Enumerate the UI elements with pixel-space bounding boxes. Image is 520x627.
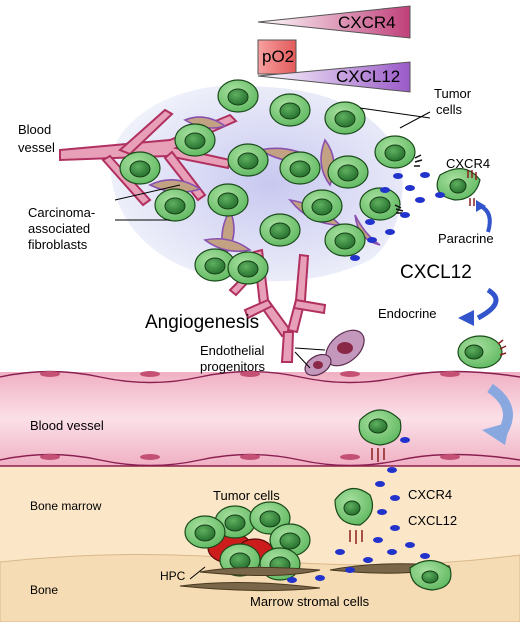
po2-gradient-label: pO2 xyxy=(262,47,294,66)
blood-vessel-band-label: Blood vessel xyxy=(30,418,104,433)
blood-vessel-label-top-1: Blood xyxy=(18,122,51,137)
cxcl12-gradient-label: CXCL12 xyxy=(336,67,400,86)
endothelial-progenitor-cells xyxy=(304,329,365,377)
cxcr4-receptors-mass xyxy=(394,154,423,214)
carcinoma-label-2: associated xyxy=(28,221,90,236)
cxcl12-label-bottom: CXCL12 xyxy=(408,513,457,528)
paracrine-label: Paracrine xyxy=(438,231,494,246)
homing-tumor-cell xyxy=(334,488,373,544)
cxcr4-receptors xyxy=(467,170,477,206)
bone-marrow-label: Bone marrow xyxy=(30,499,102,513)
endothelial-nuclei xyxy=(40,371,460,460)
cxcr4-gradient-label: CXCR4 xyxy=(338,13,396,32)
transmigrating-tumor-cell xyxy=(358,409,402,462)
endocrine-arrow xyxy=(476,287,499,321)
cxcl12-ligand-dots-bottom xyxy=(287,437,430,583)
hpc-label: HPC xyxy=(160,569,186,583)
cxcl12-gradient-wedge xyxy=(257,61,411,93)
angiogenesis-label: Angiogenesis xyxy=(145,312,259,333)
blood-vessel-label-top-2: vessel xyxy=(18,140,55,155)
marrow-tumor-cluster xyxy=(184,501,311,581)
cxcl12-ligand-dots-top xyxy=(350,172,445,261)
stromal-tumor-cell xyxy=(409,559,452,591)
po2-gradient-box xyxy=(257,39,297,75)
tumor-cells-label-top-2: cells xyxy=(436,102,463,117)
endothelial-label-2: progenitors xyxy=(200,359,266,374)
paracrine-arrow xyxy=(479,204,492,233)
blood-vessel-band xyxy=(0,372,520,466)
carcinoma-label-3: fibroblasts xyxy=(28,237,88,252)
cxcr4-gradient-wedge xyxy=(257,5,411,39)
endothelial-label-1: Endothelial xyxy=(200,343,264,358)
tumor-cells-label-top-1: Tumor xyxy=(434,86,472,101)
cxcl12-label-mid: CXCL12 xyxy=(400,262,472,283)
extravasating-tumor-cell xyxy=(457,335,507,369)
carcinoma-label-1: Carcinoma- xyxy=(28,205,95,220)
cxcr4-label-bottom: CXCR4 xyxy=(408,487,452,502)
tumor-cells-label-bottom: Tumor cells xyxy=(213,488,280,503)
leader-lines xyxy=(114,107,431,580)
migrating-tumor-cell xyxy=(436,168,481,206)
marrow-stromal-label: Marrow stromal cells xyxy=(250,594,370,609)
endocrine-label: Endocrine xyxy=(378,306,437,321)
bone-label: Bone xyxy=(30,583,58,597)
cxcr4-label-top: CXCR4 xyxy=(446,156,490,171)
